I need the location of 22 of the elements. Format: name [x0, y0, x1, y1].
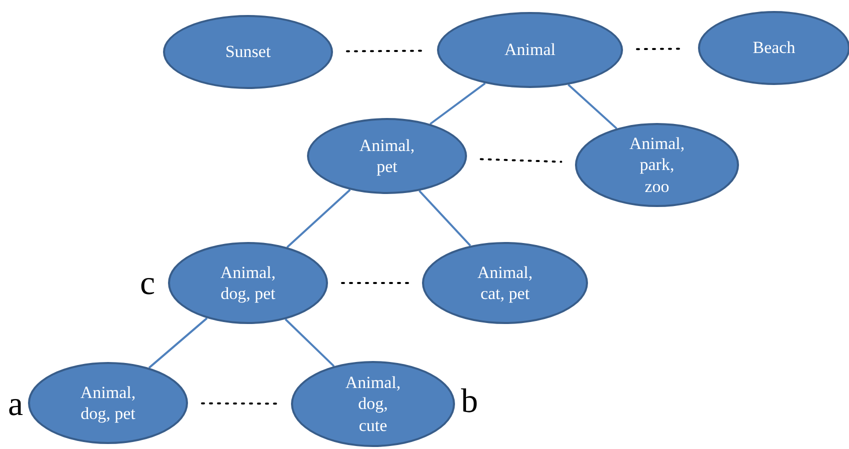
node-label: Animal, dog, cute: [344, 372, 402, 436]
connector-line: [418, 190, 472, 246]
node-label: Beach: [752, 37, 796, 59]
connector-line: [286, 188, 351, 248]
connector-line: [148, 317, 208, 369]
node-letter: c: [140, 267, 156, 301]
node-label: Animal, dog, pet: [219, 262, 277, 304]
dotted-line: [341, 282, 409, 284]
dotted-line: [480, 158, 562, 163]
node-label: Animal, park, zoo: [628, 133, 686, 197]
node-letter: b: [461, 385, 478, 419]
connector-line: [568, 84, 618, 130]
node-label: Animal, dog, pet: [79, 382, 137, 424]
connector-line: [284, 318, 335, 367]
node-letter: a: [8, 388, 24, 422]
node-label: Sunset: [225, 41, 271, 63]
node-label: Animal, pet: [358, 134, 416, 178]
node-label: Animal, cat, pet: [476, 262, 534, 304]
connector-line: [430, 82, 486, 125]
node-label: Animal: [504, 39, 556, 61]
dotted-line: [346, 50, 424, 52]
dotted-line: [201, 402, 278, 405]
